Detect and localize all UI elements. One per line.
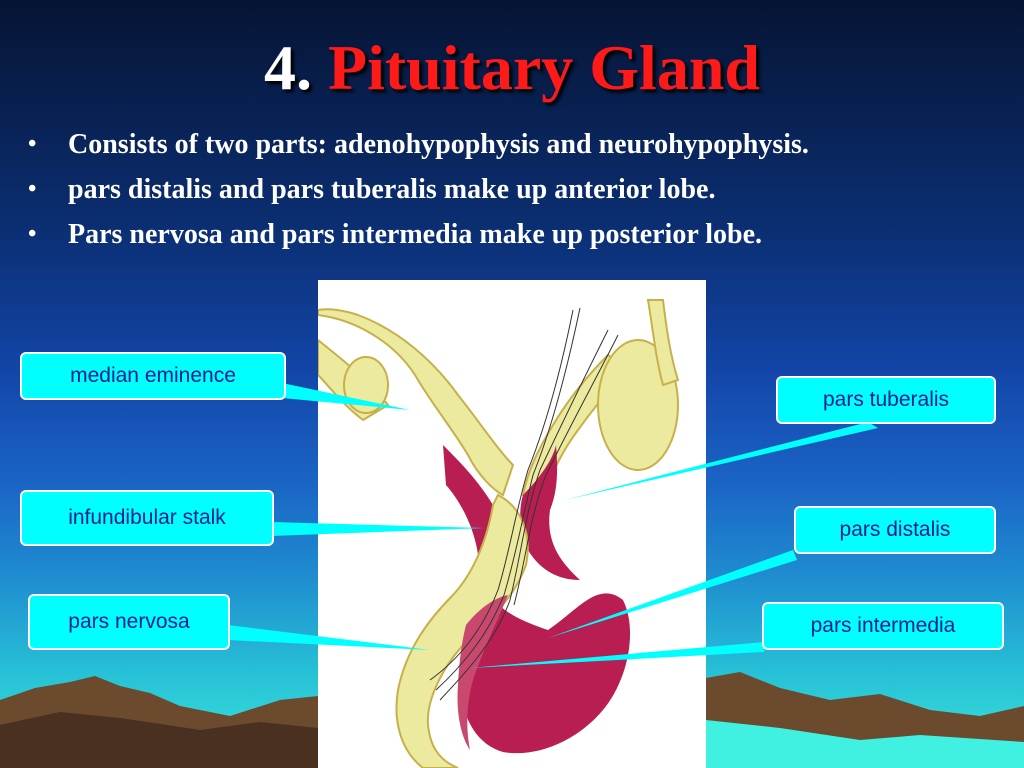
bullet-text: Pars nervosa and pars intermedia make up… <box>68 219 763 250</box>
label-pars-distalis: pars distalis <box>794 506 996 554</box>
label-pars-intermedia: pars intermedia <box>762 602 1004 650</box>
title-number: 4. <box>263 32 312 103</box>
bullet-item: • Pars nervosa and pars intermedia make u… <box>28 212 1008 257</box>
bullet-text: pars distalis and pars tuberalis make up… <box>68 174 716 205</box>
bullet-dot-icon: • <box>28 131 37 157</box>
bullet-item: • pars distalis and pars tuberalis make u… <box>28 167 1008 212</box>
bullet-dot-icon: • <box>28 221 37 247</box>
left-round-lobe <box>343 356 389 414</box>
right-top-stalk <box>646 299 680 387</box>
label-median-eminence: median eminence <box>20 352 286 400</box>
bullet-dot-icon: • <box>28 176 37 202</box>
pars-intermedia-tissue <box>457 595 508 750</box>
pituitary-illustration <box>317 280 706 768</box>
bullet-item: • Consists of two parts: adenohypophysis … <box>28 122 1008 167</box>
slide-title: 4. Pituitary Gland <box>0 30 1024 106</box>
label-infundibular-stalk: infundibular stalk <box>20 490 274 546</box>
label-pars-tuberalis: pars tuberalis <box>776 376 996 424</box>
pituitary-drawing <box>317 299 680 768</box>
title-text: Pituitary Gland <box>327 32 761 103</box>
pars-tuberalis-tissue <box>520 445 580 580</box>
median-eminence-tissue <box>317 308 515 497</box>
bullet-list: • Consists of two parts: adenohypophysis … <box>28 122 1008 257</box>
label-pars-nervosa: pars nervosa <box>28 594 230 650</box>
bullet-text: Consists of two parts: adenohypophysis a… <box>68 129 809 160</box>
